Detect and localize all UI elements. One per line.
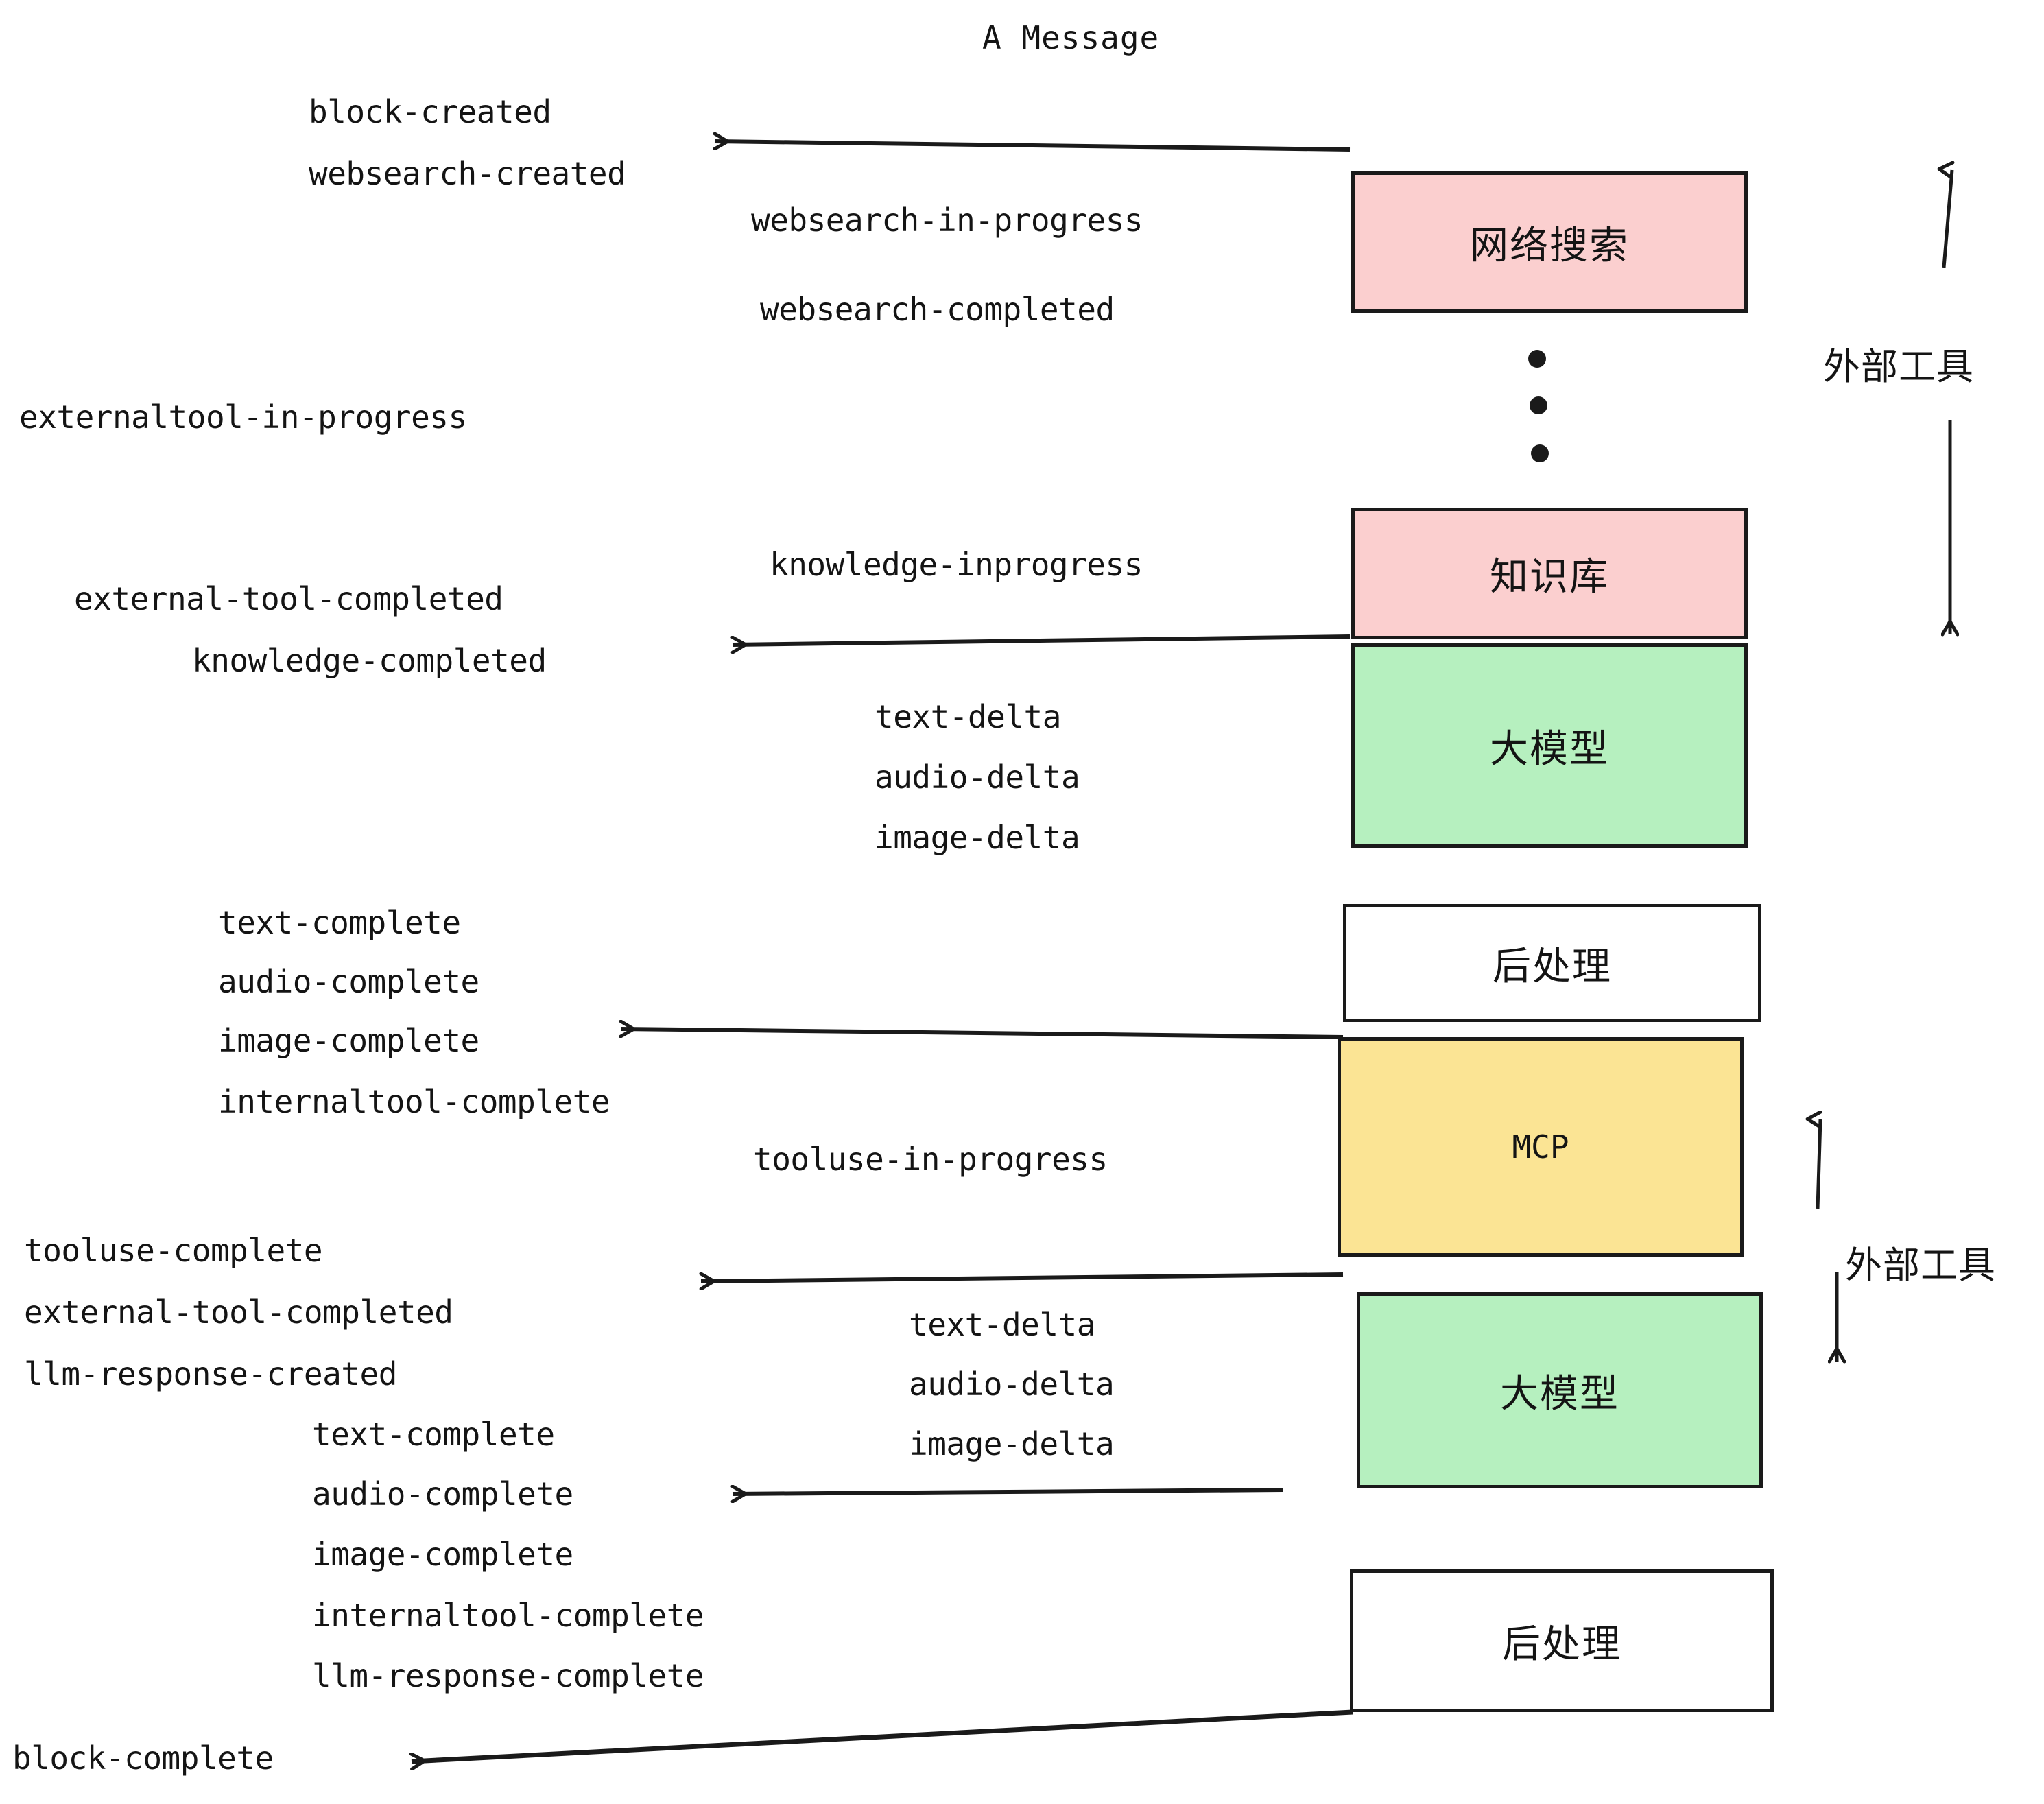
event-external-tool-completed-1: external-tool-completed <box>74 580 503 617</box>
box-websearch-label: 网络搜索 <box>1470 223 1629 268</box>
box-llm-1[interactable]: 大模型 <box>1351 643 1748 848</box>
box-llm-2[interactable]: 大模型 <box>1357 1292 1763 1488</box>
event-knowledge-completed: knowledge-completed <box>192 642 547 679</box>
ellipsis-dot-3 <box>1531 444 1549 462</box>
box-websearch[interactable]: 网络搜索 <box>1351 171 1748 313</box>
box-knowledge-label: 知识库 <box>1490 554 1609 600</box>
box-mcp[interactable]: MCP <box>1338 1037 1744 1257</box>
event-text-delta-2: text-delta <box>909 1306 1095 1343</box>
event-text-delta-1: text-delta <box>875 698 1061 735</box>
event-image-delta-2: image-delta <box>909 1425 1115 1462</box>
arrow-external-tool-bottom-up <box>1818 1119 1820 1209</box>
event-block-created: block-created <box>309 93 551 130</box>
event-image-delta-1: image-delta <box>875 819 1080 856</box>
event-text-complete-1: text-complete <box>218 904 461 941</box>
arrow-llm2-to-audio-complete <box>733 1490 1283 1494</box>
event-external-tool-completed-2: external-tool-completed <box>24 1294 453 1331</box>
event-audio-complete-2: audio-complete <box>312 1475 573 1512</box>
event-text-complete-2: text-complete <box>312 1416 555 1453</box>
event-internaltool-complete-1: internaltool-complete <box>218 1083 610 1120</box>
box-postprocess-2-label: 后处理 <box>1502 1622 1621 1667</box>
side-label-external-tool-top: 外部工具 <box>1823 336 1974 390</box>
event-image-complete-1: image-complete <box>218 1022 479 1059</box>
box-llm-2-label: 大模型 <box>1500 1371 1619 1416</box>
arrow-external-tool-top-up <box>1944 170 1952 268</box>
event-image-complete-2: image-complete <box>312 1536 573 1573</box>
event-websearch-completed: websearch-completed <box>760 291 1115 328</box>
event-audio-delta-2: audio-delta <box>909 1366 1115 1403</box>
arrow-llm1-to-image-complete <box>621 1029 1344 1039</box>
event-internaltool-complete-2: internaltool-complete <box>312 1597 704 1634</box>
event-audio-complete-1: audio-complete <box>218 963 479 1000</box>
box-postprocess-1[interactable]: 后处理 <box>1343 904 1761 1022</box>
event-llm-response-created: llm-response-created <box>24 1355 397 1392</box>
arrow-postprocess-to-block-complete <box>412 1709 1353 1761</box>
event-llm-response-complete: llm-response-complete <box>312 1657 704 1694</box>
box-knowledge[interactable]: 知识库 <box>1351 508 1748 639</box>
external-tool-bottom-text: 外部工具 <box>1845 1244 1996 1287</box>
event-block-complete: block-complete <box>12 1740 274 1777</box>
box-mcp-label: MCP <box>1512 1128 1569 1165</box>
diagram-title: A Message <box>982 19 1160 56</box>
box-postprocess-1-label: 后处理 <box>1493 944 1612 989</box>
arrow-knowledge-to-knowledge-completed <box>733 634 1351 645</box>
ellipsis-dot-2 <box>1530 396 1547 414</box>
event-tooluse-in-progress: tooluse-in-progress <box>753 1141 1108 1178</box>
event-websearch-in-progress: websearch-in-progress <box>751 202 1143 239</box>
box-llm-1-label: 大模型 <box>1490 726 1609 772</box>
event-websearch-created: websearch-created <box>309 155 626 192</box>
event-tooluse-complete: tooluse-complete <box>24 1232 323 1269</box>
arrow-mcp-to-tooluse-complete <box>701 1274 1344 1281</box>
box-postprocess-2[interactable]: 后处理 <box>1350 1569 1774 1712</box>
external-tool-top-text: 外部工具 <box>1823 345 1974 388</box>
event-knowledge-inprogress: knowledge-inprogress <box>770 546 1143 583</box>
ellipsis-dot-1 <box>1528 350 1546 368</box>
event-audio-delta-1: audio-delta <box>875 759 1080 796</box>
event-externaltool-in-progress: externaltool-in-progress <box>19 399 467 436</box>
arrow-websearch-to-block-created <box>715 141 1351 152</box>
side-label-external-tool-bottom: 外部工具 <box>1845 1235 1996 1289</box>
